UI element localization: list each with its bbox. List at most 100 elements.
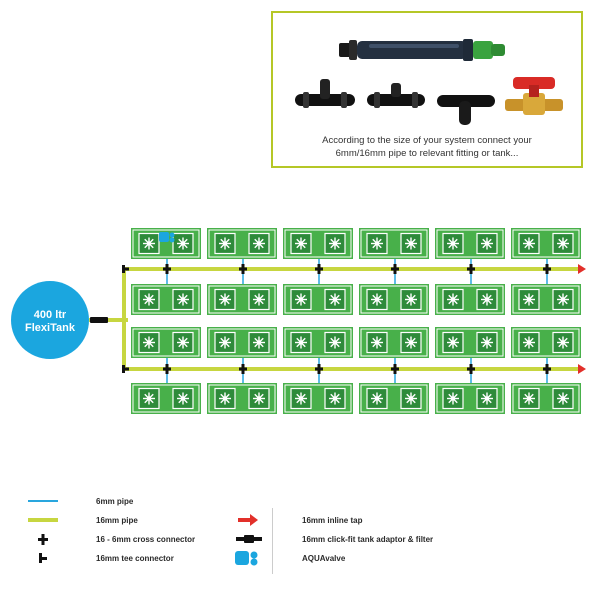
pot-center [450,241,456,246]
tray [359,284,429,315]
inline-tap [578,364,586,374]
tray-rim [512,285,580,314]
pot-center [180,297,186,302]
tray [283,284,353,315]
legend-item-click-fit: 16mm click-fit tank adaptor & filter [232,532,433,546]
aquavalve-float [169,237,175,243]
pot-center [146,297,152,302]
tray [435,228,505,259]
cross-connector-arm [543,267,551,271]
click-fit-adaptor-icon [236,535,262,543]
tray-rim [360,384,428,413]
callout-line-1: According to the size of your system con… [322,135,532,146]
legend-divider [272,508,273,574]
aquavalve-float [169,232,175,238]
tray [131,228,201,259]
legend-item-inline-tap: 16mm inline tap [232,513,362,527]
pot-center [408,297,414,302]
cross-connector-icon [295,79,355,108]
tray [131,327,201,358]
pot-center [408,396,414,401]
pot-center [180,396,186,401]
tee-connector-arm [122,367,129,371]
tray-rim [360,229,428,258]
legend-label-6mm-pipe: 6mm pipe [96,496,134,506]
pot-center [484,340,490,345]
tray-rim [132,384,200,413]
pot-center [450,340,456,345]
tray [207,327,277,358]
tray [435,327,505,358]
flexitank-circle [11,281,89,359]
tray [207,228,277,259]
click-fit-adaptor-icon [339,39,505,61]
aquavalve-body [159,232,169,242]
tray-rim [436,384,504,413]
pot-center [298,396,304,401]
cross-connector-arm [163,367,171,371]
pot-center [298,297,304,302]
cross-connector-arm [239,367,247,371]
legend-label-tee-connector: 16mm tee connector [96,553,174,563]
pot-center [256,340,262,345]
tray-rim [208,229,276,258]
tray [435,383,505,414]
pot-center [222,241,228,246]
tray-rim [360,285,428,314]
tee-connector-arm [122,267,129,271]
pot-center [374,340,380,345]
pot-center [484,241,490,246]
pot-center [450,396,456,401]
pot-center [146,340,152,345]
callout-line-2: 6mm/16mm pipe to relevant fitting or tan… [335,148,519,159]
legend-label-16mm-pipe: 16mm pipe [96,515,138,525]
cross-connector-arm [315,267,323,271]
pot-center [374,241,380,246]
legend-item-16mm-pipe: 16mm pipe [26,513,138,527]
pot-center [408,340,414,345]
pipe-16mm-swatch [28,518,58,522]
cross-connector-icon [38,534,48,545]
pot-center [450,297,456,302]
pot-center [484,297,490,302]
tray [131,383,201,414]
pot-center [180,241,186,246]
tee-connector-icon [367,83,425,108]
pot-center [332,297,338,302]
pot-center [222,297,228,302]
tray [207,284,277,315]
fittings-illustration [295,39,563,125]
irrigation-system-diagram: 400 ltr FlexiTank [11,228,586,414]
tray-rim [284,384,352,413]
fittings-callout: According to the size of your system con… [271,11,583,168]
pot-center [222,396,228,401]
tray [359,327,429,358]
pot-center [256,297,262,302]
aquavalve-icon [235,551,258,566]
pipe-16mm-network [89,267,578,371]
tray [131,284,201,315]
tray [511,284,581,315]
pot-center [560,297,566,302]
legend-label-aquavalve: AQUAvalve [302,553,346,563]
callout-instructions: According to the size of your system con… [273,134,581,160]
cross-connector-arm [315,367,323,371]
pot-center [298,241,304,246]
tray-rim [132,285,200,314]
legend-label-inline-tap: 16mm inline tap [302,515,363,525]
pot-center [256,396,262,401]
legend: 6mm pipe 16mm pipe 16 - 6mm cross connec… [0,488,600,588]
pot-center [256,241,262,246]
tray [283,327,353,358]
tray [511,327,581,358]
pot-center [222,340,228,345]
tray-rim [436,328,504,357]
pot-center [180,340,186,345]
inline-tap [578,264,586,274]
tray-rim [132,328,200,357]
legend-item-6mm-pipe: 6mm pipe [26,494,133,508]
pot-center [560,340,566,345]
cross-connector-arm [239,267,247,271]
legend-item-aquavalve: AQUAvalve [232,551,346,566]
tray-rim [512,328,580,357]
